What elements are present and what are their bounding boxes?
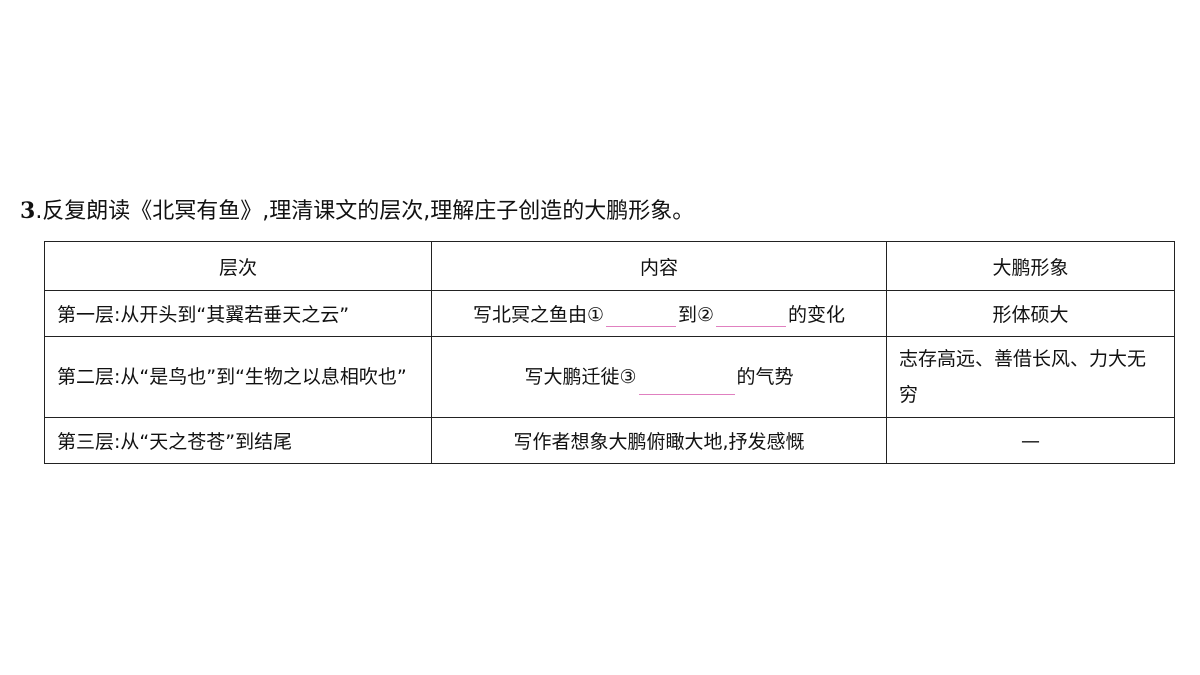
row2-content-part2: 的气势 xyxy=(736,366,794,388)
answer-blank-3[interactable] xyxy=(638,368,735,395)
table-row: 第三层:从“天之苍苍”到结尾 写作者想象大鹏俯瞰大地,抒发感慨 — xyxy=(44,417,1175,464)
row3-level: 第三层:从“天之苍苍”到结尾 xyxy=(44,417,432,464)
row1-level: 第一层:从开头到“其翼若垂天之云” xyxy=(44,290,432,337)
header-image: 大鹏形象 xyxy=(886,241,1175,291)
structure-table: 层次 内容 大鹏形象 第一层:从开头到“其翼若垂天之云” 写北冥之鱼由① 到② 的变… xyxy=(44,241,1175,464)
row1-image: 形体硕大 xyxy=(886,290,1175,337)
question-text: .反复朗读《北冥有鱼》,理清课文的层次,理解庄子创造的大鹏形象。 xyxy=(35,199,695,224)
table-header-row: 层次 内容 大鹏形象 xyxy=(44,241,1175,291)
row3-image: — xyxy=(886,417,1175,464)
row1-content-part2: 到② xyxy=(677,304,715,326)
table-row: 第一层:从开头到“其翼若垂天之云” 写北冥之鱼由① 到② 的变化 形体硕大 xyxy=(44,290,1175,337)
row2-image: 志存高远、善借长风、力大无穷 xyxy=(886,336,1175,418)
table-row: 第二层:从“是鸟也”到“生物之以息相吹也” 写大鹏迁徙③ 的气势 志存高远、善借长… xyxy=(44,336,1175,418)
answer-blank-2[interactable] xyxy=(716,300,787,327)
row1-content-part1: 写北冥之鱼由① xyxy=(472,304,604,326)
row1-content: 写北冥之鱼由① 到② 的变化 xyxy=(431,290,887,337)
header-content: 内容 xyxy=(431,241,887,291)
question-prompt: 3.反复朗读《北冥有鱼》,理清课文的层次,理解庄子创造的大鹏形象。 xyxy=(20,193,694,230)
row2-level: 第二层:从“是鸟也”到“生物之以息相吹也” xyxy=(44,336,432,418)
row3-content: 写作者想象大鹏俯瞰大地,抒发感慨 xyxy=(431,417,887,464)
row2-content: 写大鹏迁徙③ 的气势 xyxy=(431,336,887,418)
row1-content-part3: 的变化 xyxy=(788,304,846,326)
row2-content-part1: 写大鹏迁徙③ xyxy=(524,366,637,388)
answer-blank-1[interactable] xyxy=(605,300,676,327)
header-level: 层次 xyxy=(44,241,432,291)
question-number: 3 xyxy=(20,198,36,224)
